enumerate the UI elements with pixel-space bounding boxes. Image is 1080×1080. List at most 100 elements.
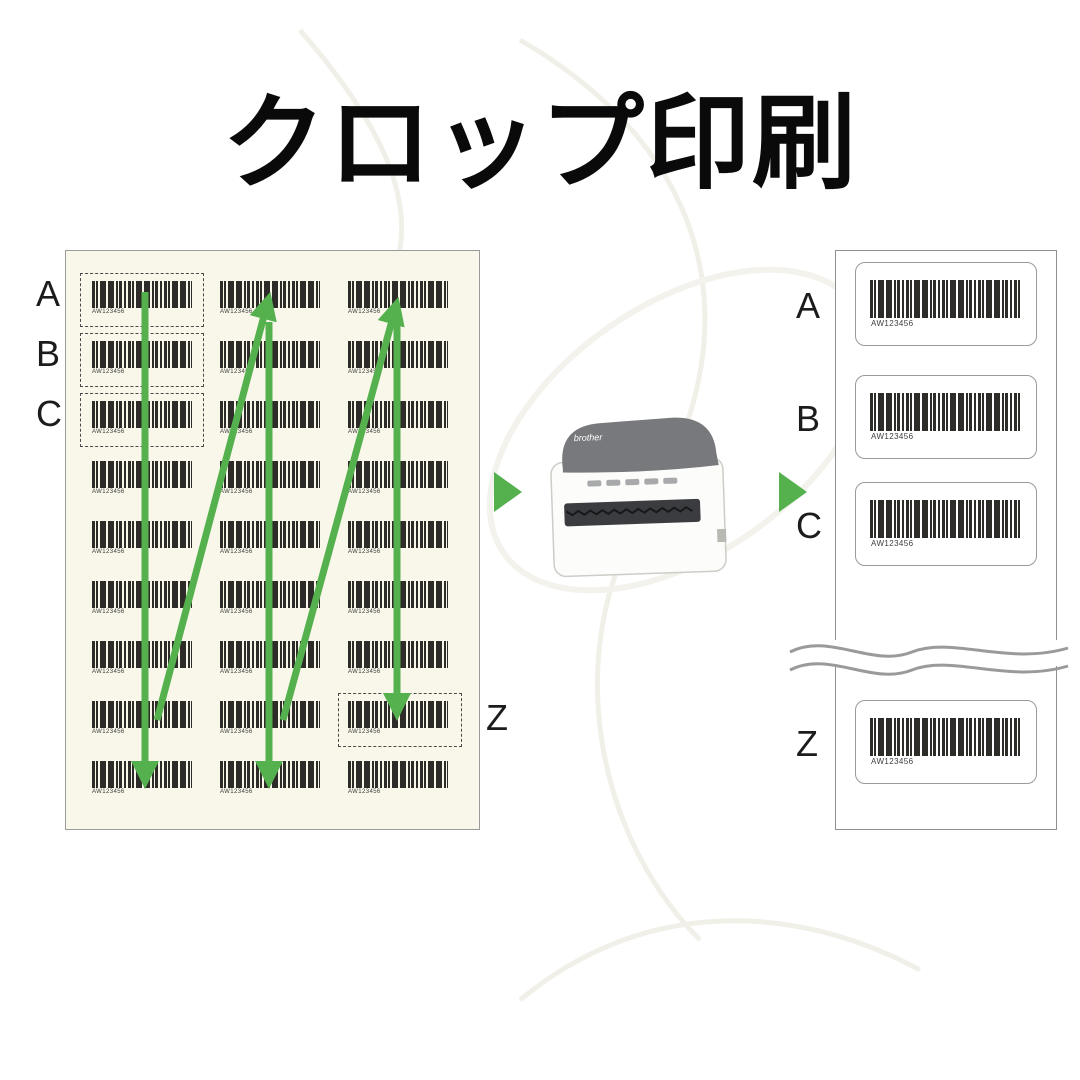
barcode: AW123456	[220, 581, 324, 641]
printer-usb-port	[716, 528, 727, 543]
barcode-caption: AW123456	[871, 432, 914, 441]
output-letter-a: A	[796, 285, 821, 326]
barcode-caption: AW123456	[348, 789, 381, 795]
barcode: AW123456	[348, 461, 452, 521]
barcode-bars	[220, 701, 320, 728]
output-letter-b: B	[796, 398, 821, 439]
barcode: AW123456	[348, 521, 452, 581]
barcode-caption: AW123456	[92, 609, 125, 615]
flow-arrow-icon	[779, 472, 807, 512]
barcode-caption: AW123456	[348, 549, 381, 555]
barcode	[870, 280, 1022, 318]
barcode-caption: AW123456	[348, 369, 381, 375]
barcode: AW123456	[348, 341, 452, 401]
printer-slot-serration	[565, 506, 693, 517]
barcode-bars	[348, 281, 448, 308]
barcode-bars	[348, 521, 448, 548]
output-letter-c: C	[796, 505, 822, 546]
barcode: AW123456	[348, 581, 452, 641]
barcode: AW123456	[220, 341, 324, 401]
barcode-bars	[220, 341, 320, 368]
barcode-bars	[92, 701, 192, 728]
barcode-caption: AW123456	[871, 539, 914, 548]
barcode-bars	[220, 281, 320, 308]
output-label-a: AW123456	[855, 262, 1037, 346]
page-title: クロップ印刷	[221, 86, 858, 202]
barcode-bars	[92, 461, 192, 488]
barcode-caption: AW123456	[871, 319, 914, 328]
barcode-caption: AW123456	[92, 789, 125, 795]
label-printer: brother	[550, 417, 727, 578]
barcode-caption: AW123456	[92, 369, 125, 375]
barcode: AW123456	[92, 521, 196, 581]
barcode-caption: AW123456	[348, 429, 381, 435]
barcode: AW123456	[348, 401, 452, 461]
barcode-caption: AW123456	[220, 549, 253, 555]
barcode: AW123456	[348, 641, 452, 701]
barcode-caption: AW123456	[220, 669, 253, 675]
sheet-row-label-a: A	[36, 273, 61, 314]
barcode-caption: AW123456	[220, 729, 253, 735]
barcode: AW123456	[220, 641, 324, 701]
barcode-caption: AW123456	[871, 757, 914, 766]
crop-selection-b	[80, 333, 204, 387]
barcode-caption: AW123456	[92, 309, 125, 315]
barcode-bars	[348, 761, 448, 788]
barcode	[870, 718, 1022, 756]
barcode: AW123456	[220, 521, 324, 581]
barcode: AW123456	[348, 281, 452, 341]
barcode	[870, 393, 1022, 431]
barcode-bars	[220, 581, 320, 608]
printer-lid	[562, 417, 719, 473]
barcode-caption: AW123456	[220, 309, 253, 315]
barcode-bars	[92, 521, 192, 548]
barcode-caption: AW123456	[220, 429, 253, 435]
printer-brand-logo: brother	[574, 432, 604, 443]
barcode-bars	[348, 401, 448, 428]
barcode-bars	[220, 761, 320, 788]
barcode-bars	[348, 461, 448, 488]
barcode: AW123456	[92, 461, 196, 521]
sheet-row-label-c: C	[36, 393, 62, 434]
barcode-bars	[92, 581, 192, 608]
printer-buttons	[587, 477, 678, 487]
barcode: AW123456	[92, 641, 196, 701]
barcode-caption: AW123456	[348, 489, 381, 495]
barcode: AW123456	[220, 761, 324, 821]
crop-selection-z	[338, 693, 462, 747]
barcode-bars	[348, 581, 448, 608]
barcode: AW123456	[220, 461, 324, 521]
barcode-bars	[92, 761, 192, 788]
barcode-caption: AW123456	[92, 729, 125, 735]
barcode-caption: AW123456	[92, 489, 125, 495]
output-letter-z: Z	[796, 723, 818, 764]
barcode-caption: AW123456	[348, 729, 381, 735]
sheet-row-label-b: B	[36, 333, 61, 374]
barcode: AW123456	[348, 761, 452, 821]
barcode: AW123456	[92, 701, 196, 761]
barcode-caption: AW123456	[348, 309, 381, 315]
barcode: AW123456	[220, 401, 324, 461]
barcode: AW123456	[220, 701, 324, 761]
barcode-caption: AW123456	[220, 609, 253, 615]
barcode	[870, 500, 1022, 538]
barcode-caption: AW123456	[92, 549, 125, 555]
crop-selection-c	[80, 393, 204, 447]
barcode-caption: AW123456	[220, 369, 253, 375]
barcode: AW123456	[92, 761, 196, 821]
barcode-bars	[348, 341, 448, 368]
barcode-bars	[348, 641, 448, 668]
barcode-bars	[220, 641, 320, 668]
barcode-caption: AW123456	[92, 429, 125, 435]
barcode-bars	[220, 461, 320, 488]
barcode: AW123456	[220, 281, 324, 341]
crop-selection-a	[80, 273, 204, 327]
barcode-bars	[220, 401, 320, 428]
barcode-caption: AW123456	[92, 669, 125, 675]
barcode-caption: AW123456	[220, 789, 253, 795]
flow-arrow-icon	[494, 472, 522, 512]
barcode-bars	[220, 521, 320, 548]
barcode-caption: AW123456	[348, 609, 381, 615]
barcode-caption: AW123456	[348, 669, 381, 675]
